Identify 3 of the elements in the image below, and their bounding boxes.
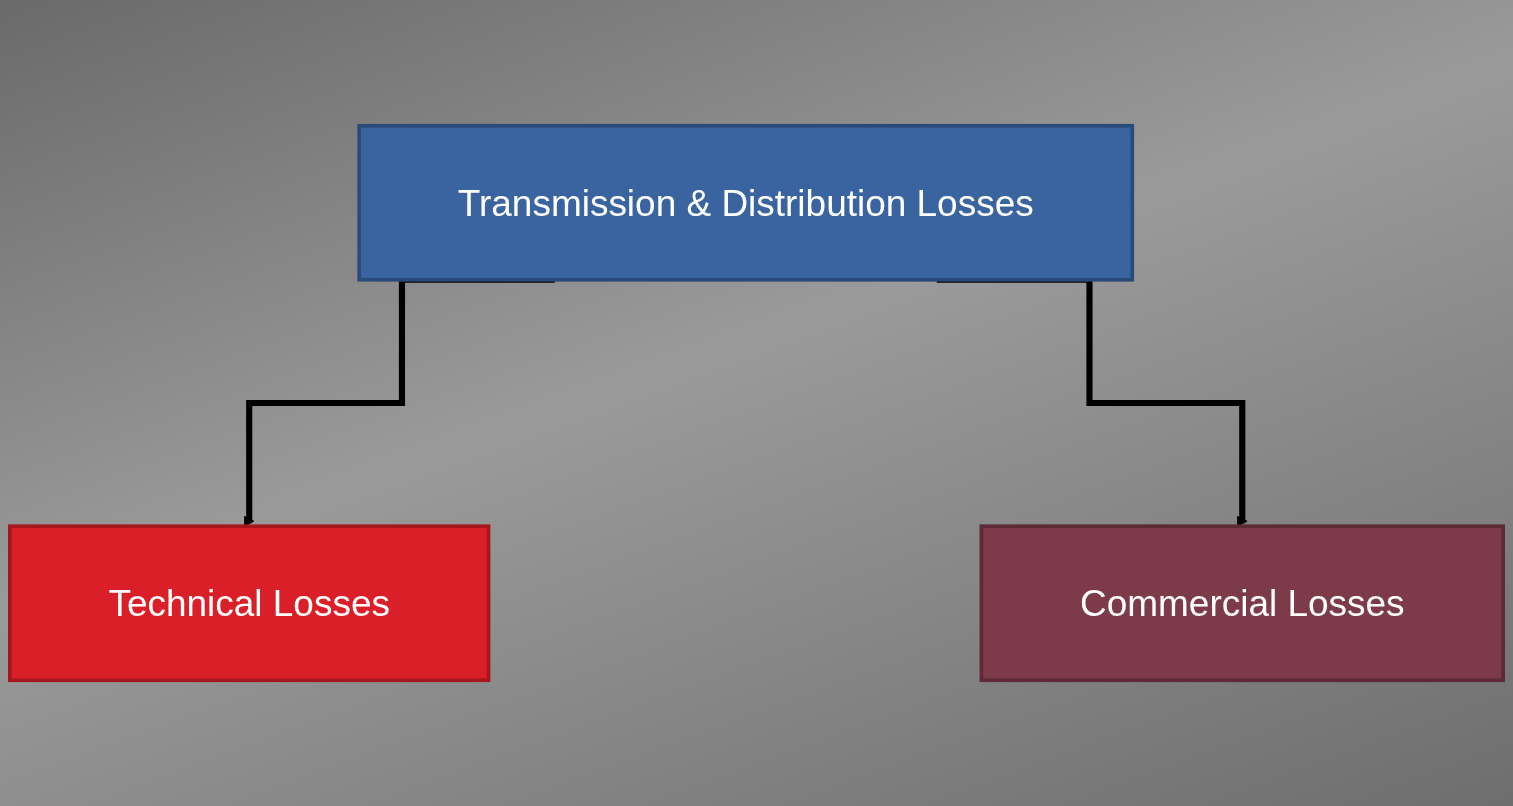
node-box: Commercial Losses — [979, 524, 1505, 683]
node-box: Technical Losses — [8, 524, 491, 683]
node-box: Transmission & Distribution Losses — [357, 123, 1135, 282]
